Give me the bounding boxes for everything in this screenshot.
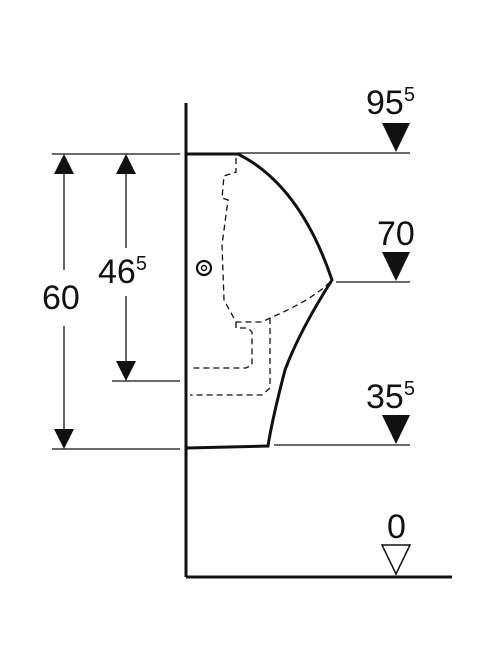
level-label-35-5: 355 [366, 378, 415, 416]
level-marker-95-5-icon [382, 123, 410, 152]
urinal-outline [186, 152, 334, 450]
water-inlet-center-icon [200, 264, 208, 272]
dimension-46-5-label: 465 [98, 253, 147, 291]
water-inlet-icon [195, 259, 213, 277]
urinal-outlet-contour [190, 318, 271, 396]
arrow-down-icon [54, 429, 74, 449]
dimension-60-label-bg [40, 270, 90, 326]
arrow-up-icon [54, 154, 74, 174]
level-label-95-5: 955 [366, 84, 415, 122]
level-label-0: 0 [387, 508, 406, 546]
level-marker-70-icon [382, 252, 410, 281]
arrow-down-icon [116, 361, 136, 381]
urinal-inner-contour [221, 158, 331, 323]
dimension-60-label: 60 [42, 279, 80, 317]
urinal-trap-contour [190, 322, 253, 369]
level-marker-0-icon [380, 544, 412, 576]
dimension-46-5-label-bg [96, 248, 158, 296]
level-label-70: 70 [377, 215, 415, 253]
arrow-up-icon [116, 154, 136, 174]
level-marker-35-5-icon [382, 415, 410, 444]
